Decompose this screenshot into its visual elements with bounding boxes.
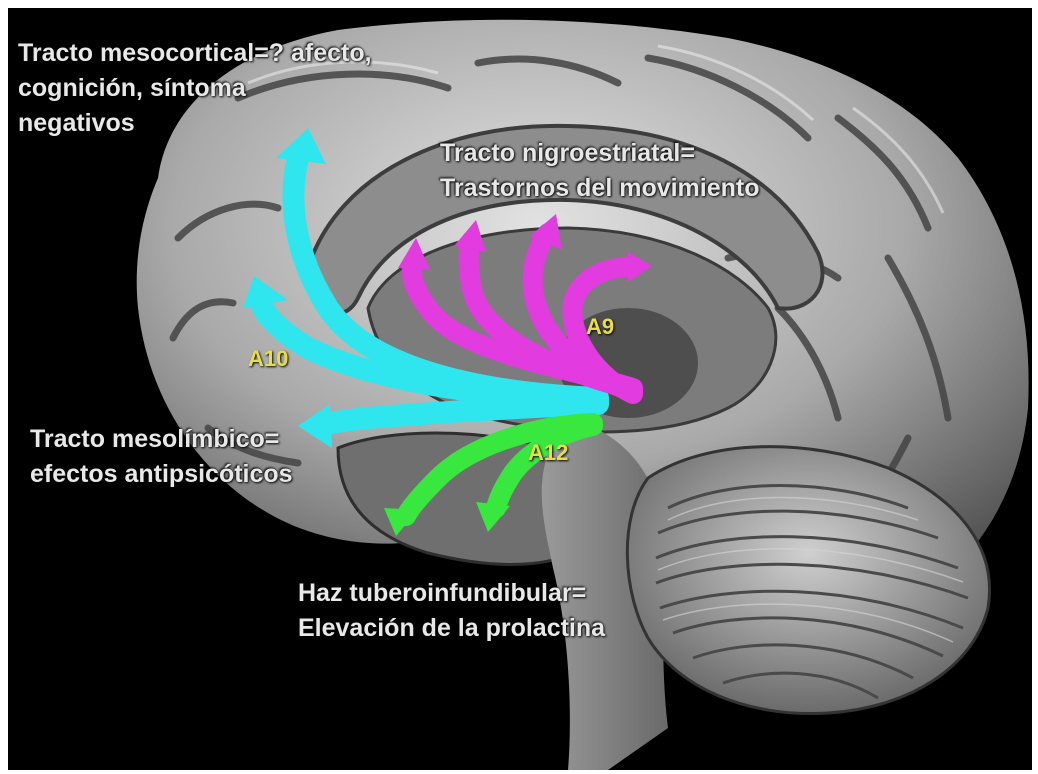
nigrostriatal-line-1: Tracto nigroestriatal= [440,136,760,171]
mesocortical-line-1: Tracto mesocortical=? afecto, [18,36,372,71]
nucleus-a9-label: A9 [586,314,614,340]
mesolimbic-line-1: Tracto mesolímbico= [30,422,293,457]
nigrostriatal-line-2: Trastornos del movimiento [440,171,760,206]
mesolimbic-label: Tracto mesolímbico= efectos antipsicótic… [30,422,293,492]
mesocortical-label: Tracto mesocortical=? afecto, cognición,… [18,36,372,141]
mesocortical-line-2: cognición, síntoma [18,71,372,106]
diagram-frame: Tracto mesocortical=? afecto, cognición,… [8,8,1032,770]
nucleus-a10-label: A10 [248,346,288,372]
nucleus-a12-label: A12 [528,440,568,466]
nigrostriatal-label: Tracto nigroestriatal= Trastornos del mo… [440,136,760,206]
mesolimbic-line-2: efectos antipsicóticos [30,457,293,492]
mesocortical-line-3: negativos [18,106,372,141]
tuberoinfundibular-line-2: Elevación de la prolactina [298,611,605,646]
tuberoinfundibular-label: Haz tuberoinfundibular= Elevación de la … [298,576,605,646]
tuberoinfundibular-line-1: Haz tuberoinfundibular= [298,576,605,611]
